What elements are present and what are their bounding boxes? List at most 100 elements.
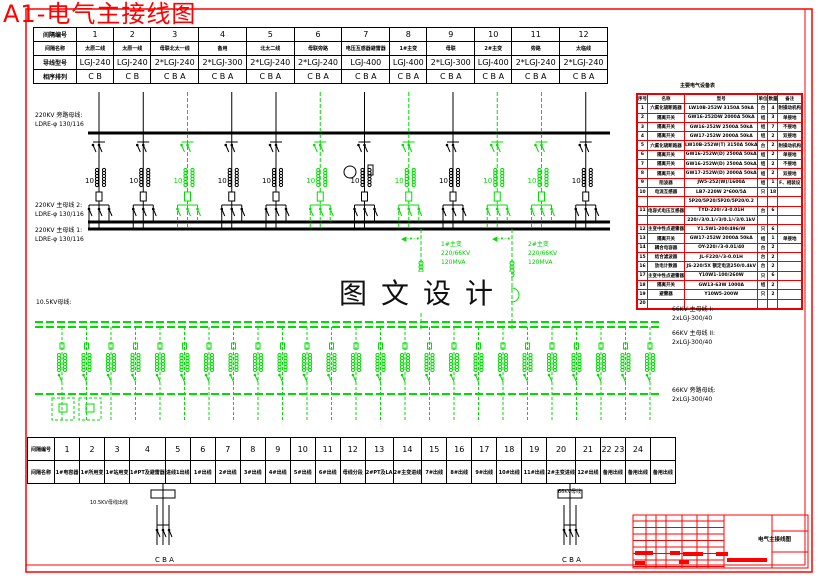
feeder-table-cell: 6 [189,437,216,461]
bay-table-cell: 1#主变 [389,41,428,56]
disconnector-icon-pivot [584,143,588,147]
bay-label-number: 10 [528,177,537,185]
circuit-breaker-icon [316,191,324,202]
circuit-breaker-icon [95,191,103,202]
feeder-table-cell: 15 [421,437,448,461]
feeder-table-cell: 12 [339,437,366,461]
equipment-cell: 12 [636,224,648,235]
drawing-title: A1-电气主接线图 [3,0,197,28]
lower-label-left: 10.5KV母线出线 [90,500,128,506]
bus-label-bypass: 220KV 旁路母线:LDRE-φ 130/116 [35,111,84,129]
capacitor-bank-icon [78,397,102,421]
bay-label-number: 10 [439,177,448,185]
disconnector-icon-pivot [141,207,145,211]
current-transformer-icon [626,367,631,373]
equipment-cell: 2 [767,159,779,170]
feeder-disconnector-icon-pivot [425,373,428,377]
disconnector-icon-pivot [268,143,272,147]
feeder-breaker-icon [525,342,530,350]
equipment-cell: 台 [757,103,769,114]
equipment-cell: 2 [767,279,779,291]
equipment-cell: GW16-252DW 2000A 50kA [683,112,759,123]
equipment-cell: 2 [636,112,648,123]
current-transformer-icon [581,182,586,188]
equipment-cell: 1 [767,177,779,188]
current-transformer-icon [185,367,190,373]
current-transformer-icon [620,367,625,373]
circuit-breaker-icon [493,191,501,202]
bay-table-cell: 2*LGJ-240 [293,55,343,70]
equipment-cell: Y10W5-200W [683,289,759,300]
feeder-table-cell: 2#PT及LA [364,460,394,484]
equipment-cell [777,270,803,281]
equipment-cell: 结合滤波器 [647,252,685,263]
equipment-cell: GW17-252W 2000A 50kA [683,233,759,244]
equipment-cell: 台 [757,252,769,263]
disconnector-icon-pivot [224,143,228,147]
equipment-cell: 组 [757,233,769,244]
feeder-breaker-icon [108,342,114,350]
equipment-cell: JL-F220/√3-0.01H [683,252,759,263]
bay-table-cell: 备用 [198,41,247,56]
equipment-cell: 2 [767,242,779,254]
bus-label-line: 220KV 主母线 2: [35,202,83,209]
equipment-cell: 15 [636,252,648,263]
bay-label-number: 10 [483,177,492,185]
equipment-cell [767,214,779,226]
current-transformer-icon [503,367,509,373]
disconnector-icon-pivot [240,207,244,211]
feeder-table-cell: 17 [471,437,498,461]
bay-table-header: 间隔编号 [33,27,77,42]
current-transformer-icon [497,367,503,373]
equipment-cell: 台 [757,242,769,254]
circuit-breaker-icon [449,191,457,202]
bay-table-cell: LGJ-400 [474,55,513,70]
current-transformer-icon [326,367,331,373]
disconnector-icon-pivot [485,207,489,211]
bay-table-cell: 太临线 [559,41,608,56]
disconnector-icon-pivot [196,207,199,211]
equipment-cell: 5 [636,140,648,151]
disconnector-icon-pivot [161,528,165,532]
feeder-disconnector-icon-pivot [449,373,453,377]
disconnector-icon-pivot [141,143,145,147]
equipment-cell [777,252,803,263]
current-transformer-icon [271,182,277,188]
equipment-cell: 9 [636,177,648,188]
bay-table-cell: C B A [389,69,428,84]
disconnector-icon-pivot [363,143,366,147]
current-transformer-icon [375,367,380,373]
equipment-cell [777,224,803,235]
current-transformer-icon [571,367,576,373]
current-transformer-icon [473,367,478,373]
title-block-fill [727,558,767,562]
equipment-cell: 组 [757,159,769,170]
equipment-cell: 5P20/5P20/5P20/5P20/0.2 [683,196,759,207]
right-label-line: 66KV 主母线 I: [672,306,714,313]
equipment-cell: 单接地 [777,112,803,123]
current-transformer-icon [179,367,184,373]
capacitor-bank-icon [51,397,75,421]
equipment-cell: 六氟化硫断路器 [647,140,685,151]
current-transformer-icon [234,182,239,188]
equipment-header-cell: 名称 [647,93,685,105]
equipment-cell [647,196,685,207]
equipment-row: 20 [636,298,803,310]
bay-table-cell: 母联 [426,41,476,56]
feeder-disconnector-icon-pivot [180,373,183,377]
feeder-table-cell: 18 [496,437,523,461]
equipment-cell: 电容式电压互感器 [647,205,685,216]
feeder-table-cell: 10#出线 [496,460,523,484]
disconnector-icon-pivot [568,528,572,532]
equipment-cell: 7 [636,159,648,170]
disconnector-icon-pivot [373,207,376,211]
feeder-breaker-icon [549,342,555,350]
feeder-disconnector-icon-pivot [106,373,110,377]
equipment-cell [777,261,803,272]
current-transformer-icon [454,367,460,373]
